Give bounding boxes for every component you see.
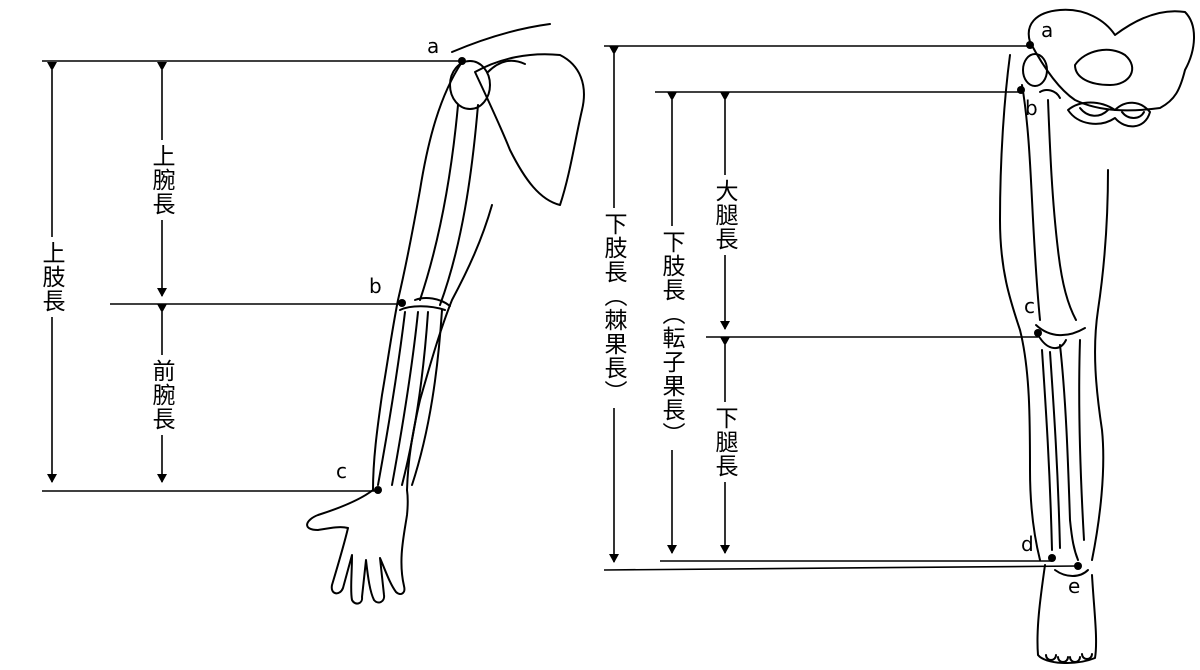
arm-outline-inner (406, 204, 493, 491)
leg-outline-inner (1091, 169, 1109, 561)
ulna (401, 309, 443, 486)
leg-point-a-label: a (1041, 18, 1054, 42)
humerus (419, 104, 479, 306)
hand (306, 489, 409, 605)
lower-leg-length-label: 下腿長 (711, 402, 737, 482)
arm-landmark-a (458, 57, 466, 65)
tibia (1059, 339, 1085, 561)
lower-limb-length-spina-label: 下肢長（棘果長） (600, 208, 626, 408)
pelvis (1027, 8, 1195, 112)
leg-landmark-d (1048, 554, 1056, 562)
femur (1021, 84, 1077, 321)
fibula (1041, 349, 1061, 551)
leg-point-e-label: e (1068, 574, 1081, 598)
arm-figure (306, 23, 585, 605)
leg-landmark-a (1026, 41, 1034, 49)
upper-arm-length-label: 上腕長 (148, 140, 174, 220)
leg-ref-line-e (603, 565, 1079, 571)
radius (377, 311, 419, 486)
lower-limb-length-trochanter-label: 下肢長（転子果長） (658, 226, 684, 450)
arm-point-c-label: c (336, 459, 347, 483)
leg-figure (999, 8, 1195, 664)
leg-landmark-e (1074, 562, 1082, 570)
arm-landmark-c (374, 486, 382, 494)
arm-point-a-label: a (427, 34, 440, 58)
thigh-length-label: 大腿長 (711, 175, 737, 255)
leg-point-d-label: d (1021, 532, 1034, 556)
leg-point-c-label: c (1024, 294, 1035, 318)
arm-landmark-b (398, 299, 406, 307)
upper-limb-length-label: 上肢長 (38, 237, 64, 317)
leg-point-b-label: b (1025, 96, 1038, 120)
leg-landmark-b (1017, 86, 1025, 94)
arm-outline-outer (372, 61, 463, 491)
foot (1036, 564, 1098, 664)
humerus-head (449, 60, 491, 110)
scapula (474, 53, 585, 206)
femur-head (1022, 53, 1048, 87)
arm-point-b-label: b (369, 274, 382, 298)
forearm-length-label: 前腕長 (148, 355, 174, 435)
shoulder-contour (451, 23, 551, 53)
leg-outline-outer (999, 54, 1041, 561)
leg-landmark-c (1034, 329, 1042, 337)
